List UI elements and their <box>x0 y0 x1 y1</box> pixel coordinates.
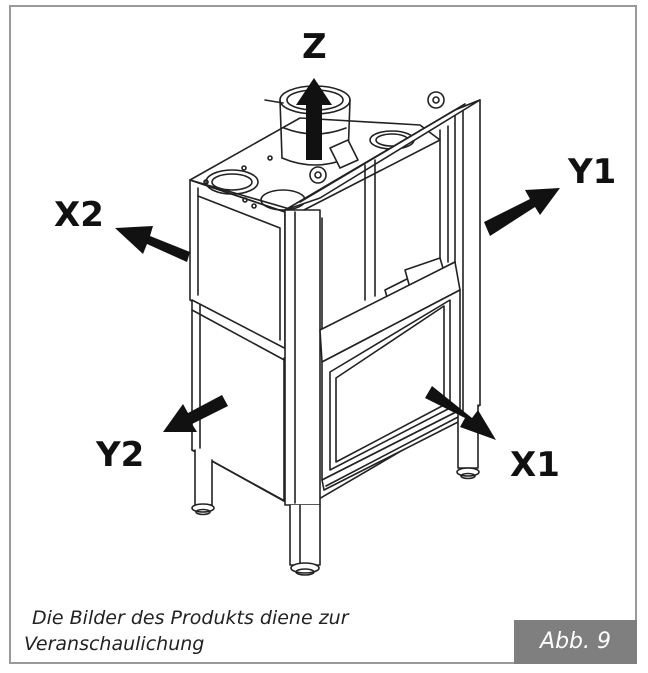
figure-label-badge: Abb. 9 <box>514 620 637 664</box>
axis-label-x1: X1 <box>510 445 560 485</box>
arrow-y1-icon <box>484 188 560 236</box>
glass-door <box>319 261 463 491</box>
axis-label-y1: Y1 <box>568 152 617 192</box>
arrow-x1-icon <box>425 386 496 440</box>
arrow-y2-icon <box>163 395 228 432</box>
axis-label-z: Z <box>302 27 327 67</box>
arrow-x2-icon <box>115 226 190 262</box>
axis-label-x2: X2 <box>54 195 104 235</box>
arrow-z-icon <box>296 78 332 160</box>
axis-label-y2: Y2 <box>96 435 145 475</box>
figure-caption: Die Bilder des Produkts diene zur Verans… <box>24 605 484 657</box>
caption-line-2: Veranschaulichung <box>24 633 205 655</box>
caption-line-1: Die Bilder des Produkts diene zur <box>32 607 349 629</box>
